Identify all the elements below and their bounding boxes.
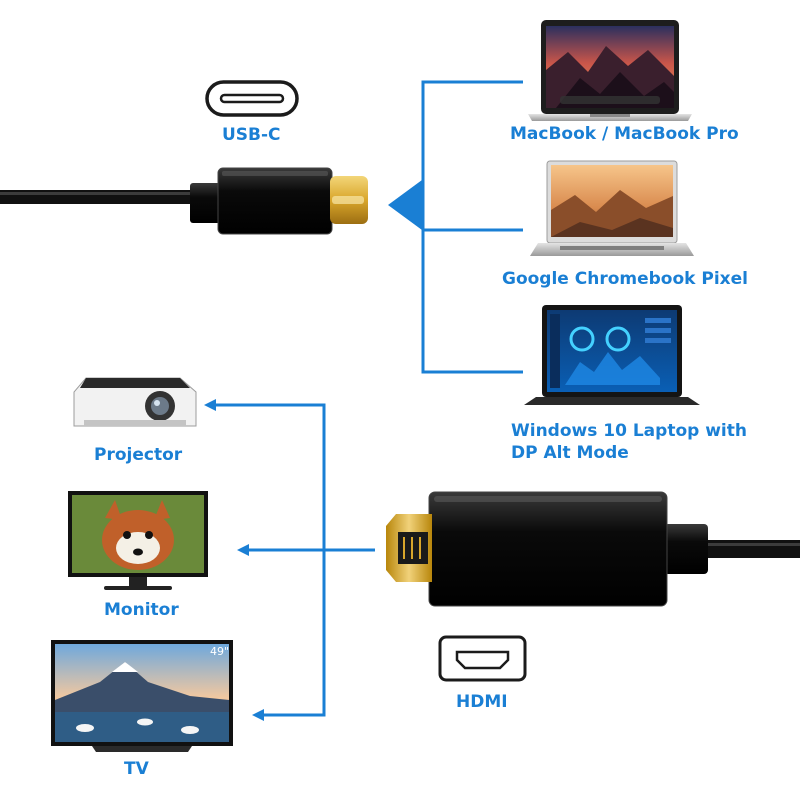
projector-icon: [73, 377, 197, 427]
usb-c-label: USB-C: [222, 125, 281, 145]
chromebook-label: Google Chromebook Pixel: [502, 269, 749, 289]
usb-c-port-icon: [205, 80, 299, 117]
windows-laptop-icon: [524, 305, 700, 405]
macbook-label: MacBook / MacBook Pro: [510, 124, 739, 144]
tv-icon: 49": [51, 640, 233, 752]
windows-label-line1: Windows 10 Laptop with: [511, 421, 747, 441]
output-devices-bracket: [204, 399, 375, 721]
monitor-icon: [68, 491, 208, 590]
hdmi-cable: [386, 491, 800, 607]
chromebook-laptop-icon: [530, 160, 694, 256]
projector-label: Projector: [94, 445, 183, 465]
usb-c-cable: [0, 167, 368, 235]
tv-size-badge: 49": [210, 645, 229, 658]
monitor-label: Monitor: [104, 600, 179, 620]
source-devices-bracket: [388, 80, 523, 374]
hdmi-label: HDMI: [456, 692, 508, 712]
macbook-laptop-icon: [528, 20, 692, 121]
tv-label: TV: [124, 759, 149, 779]
hdmi-port-icon: [438, 635, 527, 682]
windows-label-line2: DP Alt Mode: [511, 443, 629, 463]
